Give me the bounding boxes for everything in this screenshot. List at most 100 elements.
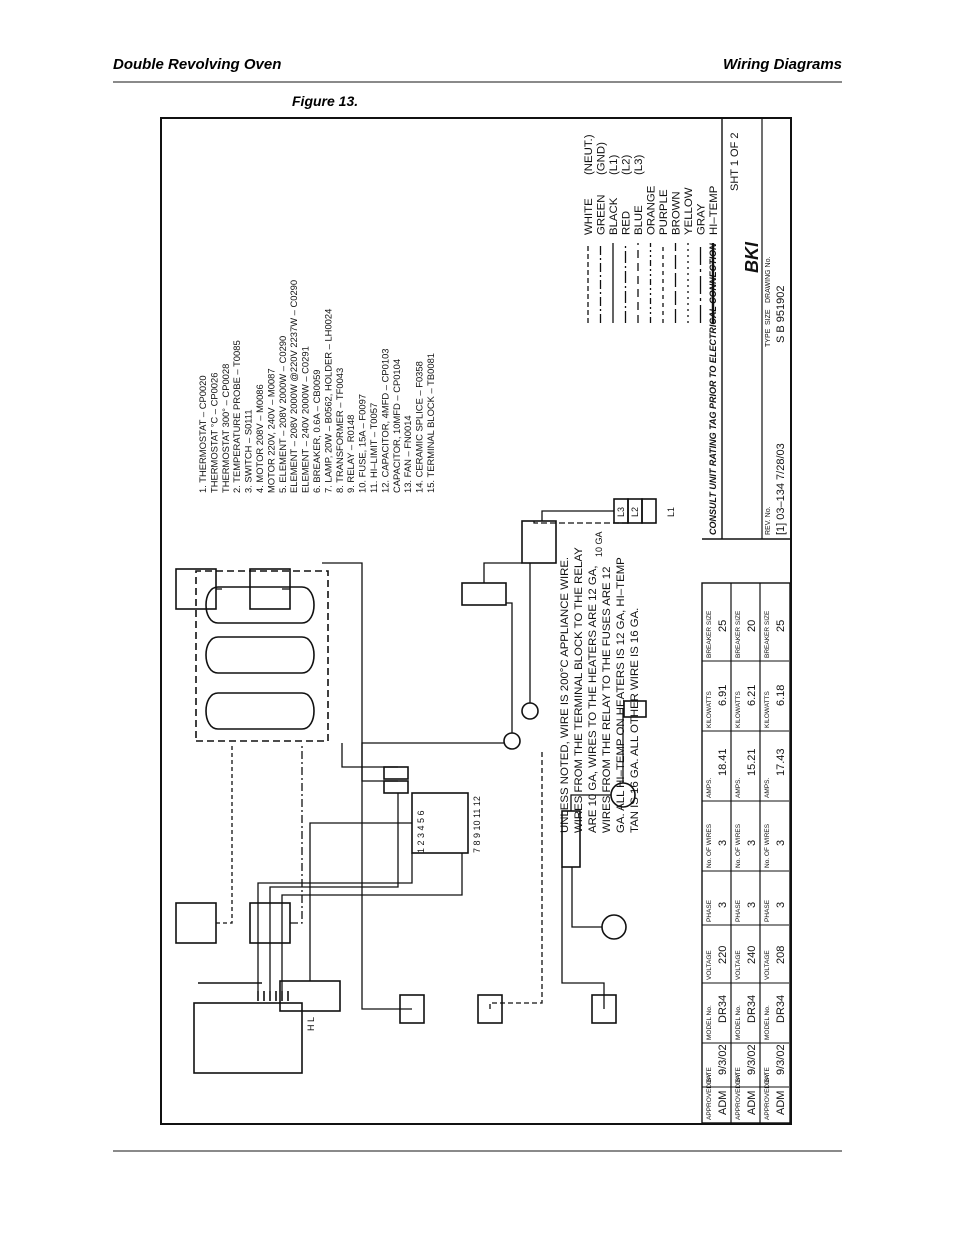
spec-header-wires: No. OF WIRES bbox=[706, 823, 713, 868]
heater-element-2 bbox=[205, 636, 315, 674]
spec-header-voltage: VOLTAGE bbox=[706, 950, 713, 980]
fuse-1 bbox=[503, 732, 521, 750]
legend-label: BLUE bbox=[633, 205, 645, 235]
switch-2 bbox=[477, 994, 503, 1024]
thermostat-pins bbox=[257, 991, 289, 1001]
parts-list-line: THERMOSTAT °C – CP0026 bbox=[208, 373, 219, 493]
legend-label: GRAY bbox=[696, 203, 708, 235]
spec-date: 9/3/02 bbox=[775, 1044, 787, 1075]
spec-voltage: 240 bbox=[746, 946, 758, 964]
bki-logo: BKI bbox=[742, 241, 762, 273]
parts-list-line: 8. TRANSFORMER – TF0043 bbox=[334, 368, 345, 493]
spec-date: 9/3/02 bbox=[746, 1044, 758, 1075]
parts-list-line: 10. FUSE, 15A – F0097 bbox=[357, 394, 368, 493]
spec-header-model: MODEL No. bbox=[764, 1005, 771, 1040]
spec-header-model: MODEL No. bbox=[706, 1005, 713, 1040]
wires bbox=[216, 510, 628, 1010]
thermostat-box bbox=[193, 1002, 303, 1074]
spec-header-voltage: VOLTAGE bbox=[735, 950, 742, 980]
spec-phase: 3 bbox=[746, 902, 758, 908]
parts-list-line: 4. MOTOR 208V – M0086 bbox=[254, 384, 265, 493]
relay-box bbox=[461, 582, 507, 606]
fan-motor bbox=[601, 914, 627, 940]
spec-approved: ADM bbox=[717, 1091, 729, 1115]
transformer-terminals-label: 7 8 9 10 11 12 bbox=[472, 796, 482, 853]
label-l2: L2 bbox=[630, 507, 640, 517]
spec-header-breaker: BREAKER SIZE bbox=[764, 610, 771, 658]
gauge-label: 10 GA bbox=[594, 531, 604, 557]
terminal-block bbox=[521, 520, 557, 564]
spec-header-amps: AMPS. bbox=[735, 778, 742, 798]
hi-limit-box bbox=[279, 980, 341, 1012]
spec-approved: ADM bbox=[775, 1091, 787, 1115]
parts-list-line: 13. FAN – FN0014 bbox=[402, 415, 413, 493]
note-line: UNLESS NOTED, WIRE IS 200°C APPLIANCE WI… bbox=[559, 557, 571, 833]
spec-header-date: DATE bbox=[764, 1066, 771, 1084]
spec-wires: 3 bbox=[717, 840, 729, 846]
spec-header-voltage: VOLTAGE bbox=[764, 950, 771, 980]
spec-kw: 6.91 bbox=[717, 685, 729, 706]
parts-list-line: 6. BREAKER, 0.6A – CB0059 bbox=[311, 369, 322, 493]
spec-header-approved: APPROVED BY bbox=[735, 1073, 742, 1120]
spec-approved: ADM bbox=[746, 1091, 758, 1115]
type-label: TYPE bbox=[765, 328, 772, 347]
spec-table: APPROVED BY ADM DATE 9/3/02 MODEL No. DR34 VOL… bbox=[701, 582, 791, 1124]
wiring-labels: H L 7 8 9 10 11 12 1 2 3 4 5 6 L1 L2 L3 … bbox=[306, 507, 676, 1031]
spec-breaker: 25 bbox=[717, 620, 729, 632]
legend-extra: (GND) bbox=[596, 142, 608, 175]
legend-label: BROWN bbox=[671, 191, 683, 235]
parts-list-line: ELEMENT – 240V 2000W – C0291 bbox=[300, 346, 311, 493]
spec-breaker: 25 bbox=[775, 620, 787, 632]
hi-limit-label: H L bbox=[306, 1017, 316, 1031]
spec-header-kw: KILOWATTS bbox=[764, 691, 771, 729]
parts-list-line: MOTOR 220V, 240V – M0087 bbox=[265, 368, 276, 493]
spec-header-approved: APPROVED BY bbox=[706, 1073, 713, 1120]
parts-list-line: 9. RELAY – R0148 bbox=[345, 415, 356, 493]
rev-label: REV. No. bbox=[765, 506, 772, 535]
title-block: CONSULT UNIT RATING TAG PRIOR TO ELECTRI… bbox=[702, 119, 790, 540]
spec-amps: 17.43 bbox=[775, 748, 787, 776]
legend-label: HI–TEMP bbox=[708, 186, 720, 235]
fuse-2 bbox=[521, 702, 539, 720]
size-label: SIZE bbox=[765, 309, 772, 325]
spec-header-phase: PHASE bbox=[706, 899, 713, 922]
spec-header-phase: PHASE bbox=[764, 899, 771, 922]
spec-model: DR34 bbox=[775, 995, 787, 1023]
parts-list-line: 11. HI–LIMIT – T0057 bbox=[368, 403, 379, 493]
parts-list-line: 3. SWITCH – S0111 bbox=[243, 409, 254, 493]
legend-label: PURPLE bbox=[658, 189, 670, 235]
wiring-note: UNLESS NOTED, WIRE IS 200°C APPLIANCE WI… bbox=[559, 547, 641, 833]
spec-amps: 15.21 bbox=[746, 748, 758, 776]
heater-element-1 bbox=[205, 692, 315, 730]
spec-header-amps: AMPS. bbox=[706, 778, 713, 798]
spec-wires: 3 bbox=[775, 840, 787, 846]
note-line: WIRES FROM THE RELAY TO THE FUSES ARE 12 bbox=[601, 567, 613, 833]
transformer-terminals-top: 1 2 3 4 5 6 bbox=[416, 810, 426, 853]
drawing-label: DRAWING No. bbox=[765, 257, 772, 303]
figure-caption: Figure 13. bbox=[292, 93, 359, 109]
legend-label: YELLOW bbox=[683, 187, 695, 235]
terminal-l1 bbox=[641, 498, 657, 524]
sheet-number: SHT 1 OF 2 bbox=[729, 133, 741, 191]
parts-list-line: 2. TEMPERATURE PROBE – T0085 bbox=[231, 340, 242, 493]
spec-header-wires: No. OF WIRES bbox=[764, 823, 771, 868]
spec-voltage: 208 bbox=[775, 946, 787, 964]
parts-list-line: 7. LAMP, 20W – B0562, HOLDER – LH0024 bbox=[322, 309, 333, 493]
spec-header-breaker: BREAKER SIZE bbox=[706, 610, 713, 658]
spec-kw: 6.21 bbox=[746, 685, 758, 706]
parts-list: 1. THERMOSTAT – CP0020 THERMOSTAT °C – C… bbox=[197, 280, 436, 493]
spec-header-amps: AMPS. bbox=[764, 778, 771, 798]
heater-enclosure bbox=[195, 570, 329, 742]
wiring-diagram: H L 7 8 9 10 11 12 1 2 3 4 5 6 L1 L2 L3 … bbox=[175, 119, 791, 1124]
page-header-section: Wiring Diagrams bbox=[722, 56, 842, 73]
parts-list-line: 15. TERMINAL BLOCK – TB0081 bbox=[425, 353, 436, 493]
note-line: GA. ALL HI–TEMP ON HEATERS IS 12 GA, HI–… bbox=[615, 557, 627, 833]
legend-label: WHITE bbox=[583, 198, 595, 235]
spec-header-kw: KILOWATTS bbox=[735, 691, 742, 729]
color-legend: WHITE(NEUT.)GREEN(GND)BLACK(L1)RED(L2)BL… bbox=[583, 134, 720, 323]
rev-value: [1] 03–134 7/28/03 bbox=[775, 443, 787, 535]
footer-rule bbox=[113, 1150, 842, 1152]
legend-label: GREEN bbox=[596, 194, 608, 235]
label-l3: L3 bbox=[616, 507, 626, 517]
spec-kw: 6.18 bbox=[775, 685, 787, 706]
